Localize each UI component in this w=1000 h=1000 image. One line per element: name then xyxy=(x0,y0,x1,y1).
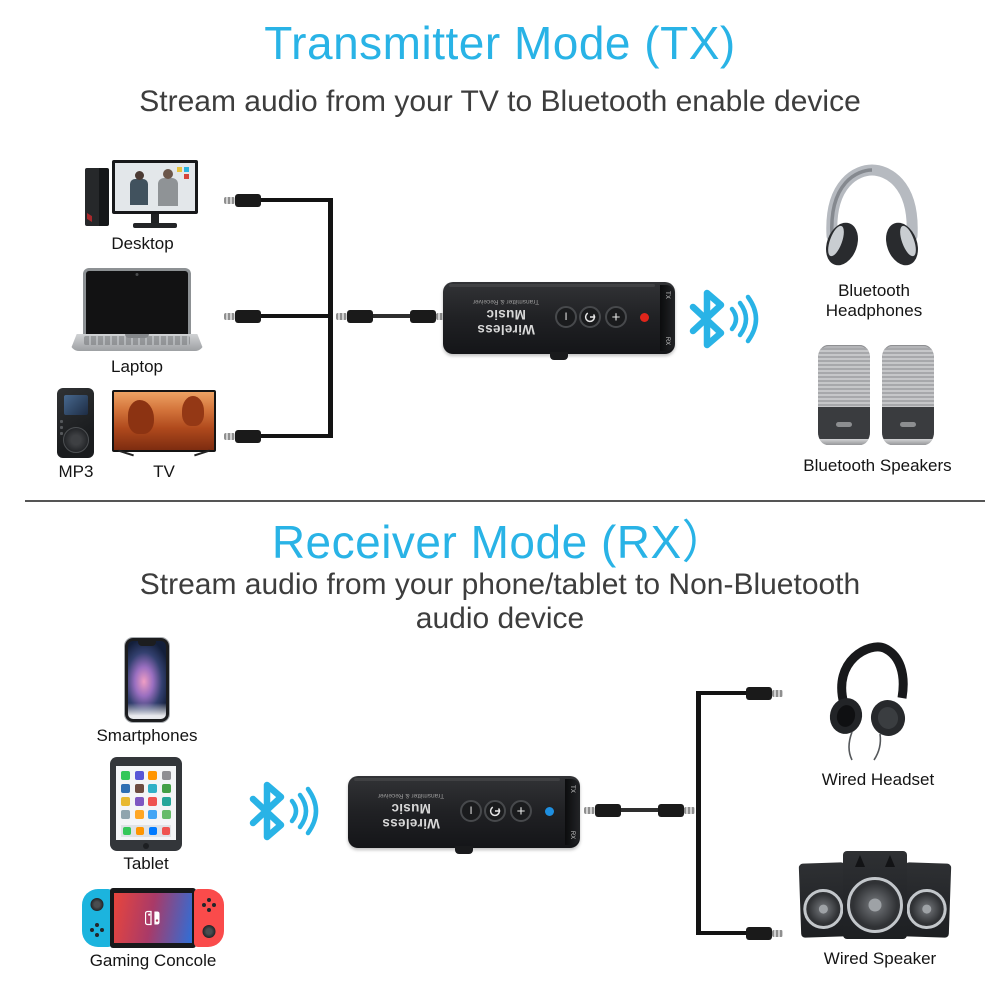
status-led-red xyxy=(640,313,649,322)
power-icon xyxy=(584,311,596,323)
device-name-text: Wireless Music Transmitter & Receiver xyxy=(472,298,540,338)
tx-subtitle: Stream audio from your TV to Bluetooth e… xyxy=(139,85,861,118)
audio-cable-branch-headset xyxy=(699,691,747,695)
laptop-label: Laptop xyxy=(111,357,163,376)
play-button: I xyxy=(460,800,482,822)
tv-icon xyxy=(112,390,216,452)
audio-cable-trunk-tx xyxy=(328,198,333,438)
bluetooth-headphones-label: Bluetooth Headphones xyxy=(825,281,923,320)
aux-jack-icon xyxy=(658,804,695,817)
joycon-right xyxy=(194,889,224,947)
aux-jack-icon xyxy=(224,430,261,443)
bt-adapter-device-tx: Wireless Music Transmitter & Receiver I … xyxy=(443,282,675,360)
audio-cable-branch-top xyxy=(260,198,333,202)
desktop-monitor-icon xyxy=(112,160,198,214)
smartphones-label: Smartphones xyxy=(96,726,198,745)
monitor-base xyxy=(133,223,177,228)
power-button xyxy=(579,306,601,328)
joycon-left xyxy=(82,889,112,947)
aux-jack-icon xyxy=(410,310,447,323)
aux-patch-cable-tx xyxy=(352,314,444,318)
laptop-icon xyxy=(83,268,191,334)
bluetooth-speaker-icon xyxy=(818,345,870,445)
wired-headset-icon xyxy=(829,642,908,761)
smartphone-icon xyxy=(125,638,169,722)
mp3-label: MP3 xyxy=(58,462,94,481)
game-console-icon xyxy=(82,888,224,948)
power-icon xyxy=(489,805,501,817)
device-mode-switch-edge: TX RX xyxy=(660,285,675,351)
console-screen xyxy=(114,893,192,943)
volume-plus-button: + xyxy=(510,800,532,822)
aux-jack-icon xyxy=(224,310,261,323)
aux-jack-icon xyxy=(584,804,621,817)
mp3-player-icon xyxy=(57,388,94,458)
switch-logo-icon xyxy=(145,910,160,926)
section-divider xyxy=(25,500,985,502)
status-led-blue xyxy=(545,807,554,816)
tv-label: TV xyxy=(153,462,175,481)
bluetooth-signal-icon xyxy=(689,289,759,349)
tablet-label: Tablet xyxy=(123,854,169,873)
tx-title: Transmitter Mode (TX) xyxy=(264,17,736,69)
bluetooth-speaker-icon xyxy=(882,345,934,445)
wired-speaker-icon xyxy=(798,845,952,940)
device-mode-switch-edge: TX RX xyxy=(565,779,580,845)
desktop-label: Desktop xyxy=(111,234,174,253)
bluetooth-speakers-label: Bluetooth Speakers xyxy=(803,456,952,475)
rx-subtitle: Stream audio from your phone/tablet to N… xyxy=(139,568,861,635)
audio-cable-trunk-rx xyxy=(696,691,701,935)
bluetooth-headphones-icon xyxy=(826,164,918,266)
desktop-tower-icon xyxy=(85,168,109,226)
device-clip xyxy=(455,846,473,854)
audio-cable-branch-speaker xyxy=(699,931,747,935)
tablet-icon xyxy=(110,757,182,851)
laptop-base xyxy=(70,334,204,351)
device-name-text: Wireless Music Transmitter & Receiver xyxy=(377,792,445,832)
aux-jack-icon xyxy=(746,687,783,700)
gaming-console-label: Gaming Concole xyxy=(89,951,217,970)
aux-jack-icon xyxy=(746,927,783,940)
bluetooth-signal-icon xyxy=(249,781,319,841)
play-button: I xyxy=(555,306,577,328)
wired-speaker-label: Wired Speaker xyxy=(823,949,937,968)
wired-headset-label: Wired Headset xyxy=(821,770,935,789)
audio-cable-branch-mid xyxy=(260,314,333,318)
volume-plus-button: + xyxy=(605,306,627,328)
rx-title: Receiver Mode (RX） xyxy=(271,516,729,568)
aux-patch-cable-rx xyxy=(600,808,692,812)
power-button xyxy=(484,800,506,822)
aux-jack-icon xyxy=(224,194,261,207)
monitor-photo xyxy=(115,163,195,211)
bt-adapter-device-rx: Wireless Music Transmitter & Receiver I … xyxy=(348,776,580,854)
audio-cable-branch-bottom xyxy=(260,434,333,438)
device-clip xyxy=(550,352,568,360)
aux-jack-icon xyxy=(336,310,373,323)
monitor-stand xyxy=(151,214,159,223)
